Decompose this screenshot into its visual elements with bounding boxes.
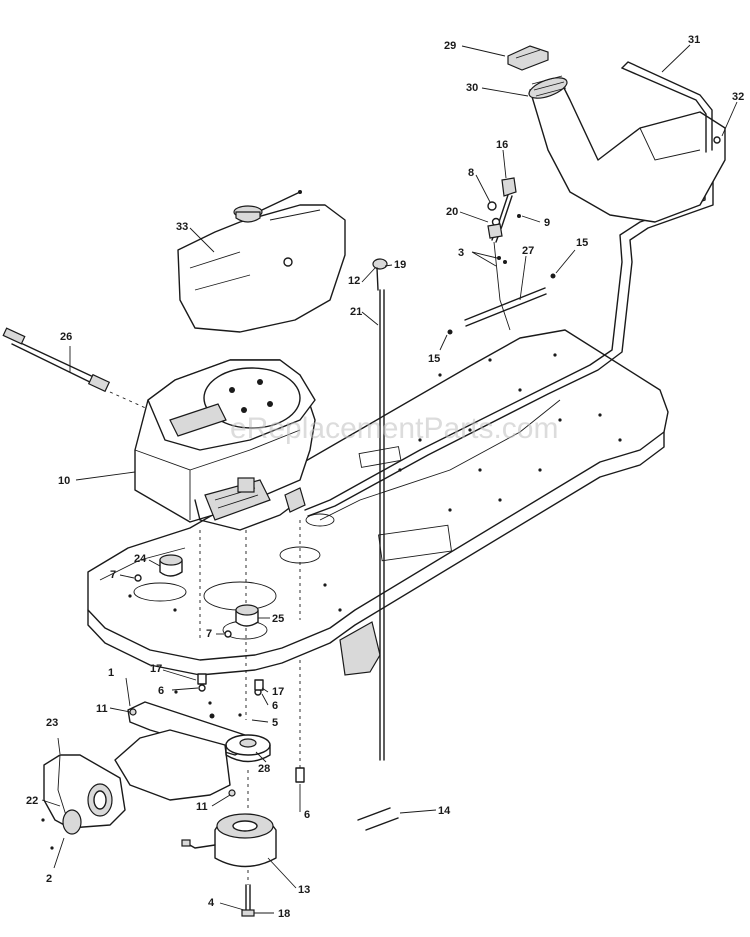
callout-21: 21 bbox=[350, 306, 362, 318]
callout-6a: 6 bbox=[158, 685, 164, 697]
callout-15a: 15 bbox=[576, 237, 588, 249]
callout-1: 1 bbox=[108, 667, 114, 679]
callout-25: 25 bbox=[272, 613, 284, 625]
callout-33: 33 bbox=[176, 221, 188, 233]
callout-13: 13 bbox=[298, 884, 310, 896]
throttle-lever bbox=[487, 177, 521, 264]
callout-2: 2 bbox=[46, 873, 52, 885]
callout-27: 27 bbox=[522, 245, 534, 257]
engine-shroud-33 bbox=[177, 190, 346, 333]
bolt-6-lower bbox=[295, 767, 305, 783]
nut-11a bbox=[129, 708, 137, 716]
bolts bbox=[134, 574, 264, 696]
fuel-cap bbox=[507, 45, 549, 71]
pulley-assembly bbox=[43, 754, 126, 835]
callout-18: 18 bbox=[278, 908, 290, 920]
leader-lines bbox=[41, 44, 738, 914]
callout-29: 29 bbox=[444, 40, 456, 52]
callout-16: 16 bbox=[496, 139, 508, 151]
callout-22: 22 bbox=[26, 795, 38, 807]
spacer-25 bbox=[235, 604, 259, 627]
clutch-guard bbox=[114, 729, 231, 801]
callout-28: 28 bbox=[258, 763, 270, 775]
engine bbox=[134, 359, 316, 531]
callout-6c: 6 bbox=[304, 809, 310, 821]
fuel-tank bbox=[528, 75, 726, 223]
small-hardware bbox=[41, 690, 242, 850]
callout-20: 20 bbox=[446, 206, 458, 218]
clutch-bolt bbox=[241, 884, 255, 917]
callout-9: 9 bbox=[544, 217, 550, 229]
callout-5: 5 bbox=[272, 717, 278, 729]
screw-32 bbox=[713, 136, 721, 144]
callout-19: 19 bbox=[394, 259, 406, 271]
callout-30: 30 bbox=[466, 82, 478, 94]
callout-32: 32 bbox=[732, 91, 744, 103]
callout-10: 10 bbox=[58, 475, 70, 487]
callout-6b: 6 bbox=[272, 700, 278, 712]
callout-31: 31 bbox=[688, 34, 700, 46]
break-symbol bbox=[357, 807, 399, 831]
callout-23: 23 bbox=[46, 717, 58, 729]
callout-8: 8 bbox=[468, 167, 474, 179]
callout-26: 26 bbox=[60, 331, 72, 343]
callout-24: 24 bbox=[134, 553, 147, 565]
callout-3: 3 bbox=[458, 247, 464, 259]
callout-15b: 15 bbox=[428, 353, 440, 365]
tank-strap-rod bbox=[621, 61, 713, 151]
callout-12: 12 bbox=[348, 275, 360, 287]
electric-clutch bbox=[181, 813, 277, 868]
choke-cable bbox=[372, 258, 388, 761]
spacer-24 bbox=[159, 554, 183, 577]
callout-4: 4 bbox=[208, 897, 215, 909]
callout-7a: 7 bbox=[110, 569, 116, 581]
pulley-28 bbox=[225, 734, 271, 763]
callout-7b: 7 bbox=[206, 628, 212, 640]
nut-11b bbox=[228, 789, 236, 797]
callout-17b: 17 bbox=[272, 686, 284, 698]
callout-labels: 1 2 3 4 5 6 6 6 7 7 8 9 10 11 11 12 13 1… bbox=[26, 34, 744, 920]
callout-14: 14 bbox=[438, 805, 451, 817]
watermark: eReplacementParts.com bbox=[230, 412, 558, 445]
callout-11a: 11 bbox=[96, 703, 108, 715]
control-rod bbox=[447, 241, 556, 335]
callout-17a: 17 bbox=[150, 663, 162, 675]
throttle-cable bbox=[2, 327, 151, 411]
callout-11b: 11 bbox=[196, 801, 208, 813]
